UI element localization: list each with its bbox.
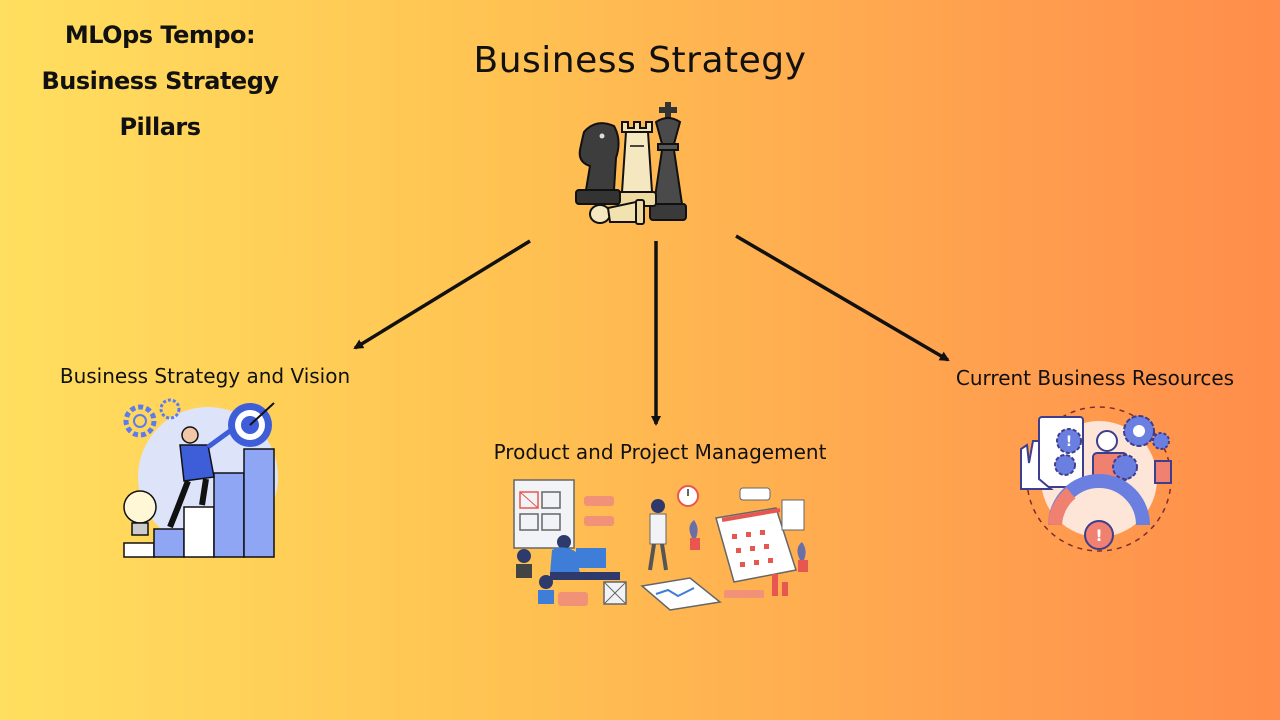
- team-planning-icon: [513, 479, 808, 611]
- pillar-label-project-management: Product and Project Management: [493, 440, 827, 464]
- pillar-label-resources: Current Business Resources: [955, 366, 1235, 390]
- corner-title-line-2: Business Strategy: [41, 67, 279, 95]
- corner-title: MLOps Tempo: Business Strategy Pillars: [20, 12, 300, 150]
- corner-title-line-3: Pillars: [119, 113, 201, 141]
- arrow-to-resources: [735, 234, 950, 362]
- resources-gears-icon: ! !: [1020, 406, 1172, 552]
- pillar-label-vision: Business Strategy and Vision: [59, 364, 351, 388]
- svg-text:!: !: [1095, 526, 1102, 545]
- chess-pieces-icon: [575, 102, 687, 225]
- corner-title-line-1: MLOps Tempo:: [64, 21, 256, 49]
- svg-text:!: !: [1066, 434, 1072, 450]
- arrow-to-vision: [353, 239, 531, 350]
- growth-target-icon: [123, 398, 278, 558]
- root-node-title: Business Strategy: [473, 40, 807, 81]
